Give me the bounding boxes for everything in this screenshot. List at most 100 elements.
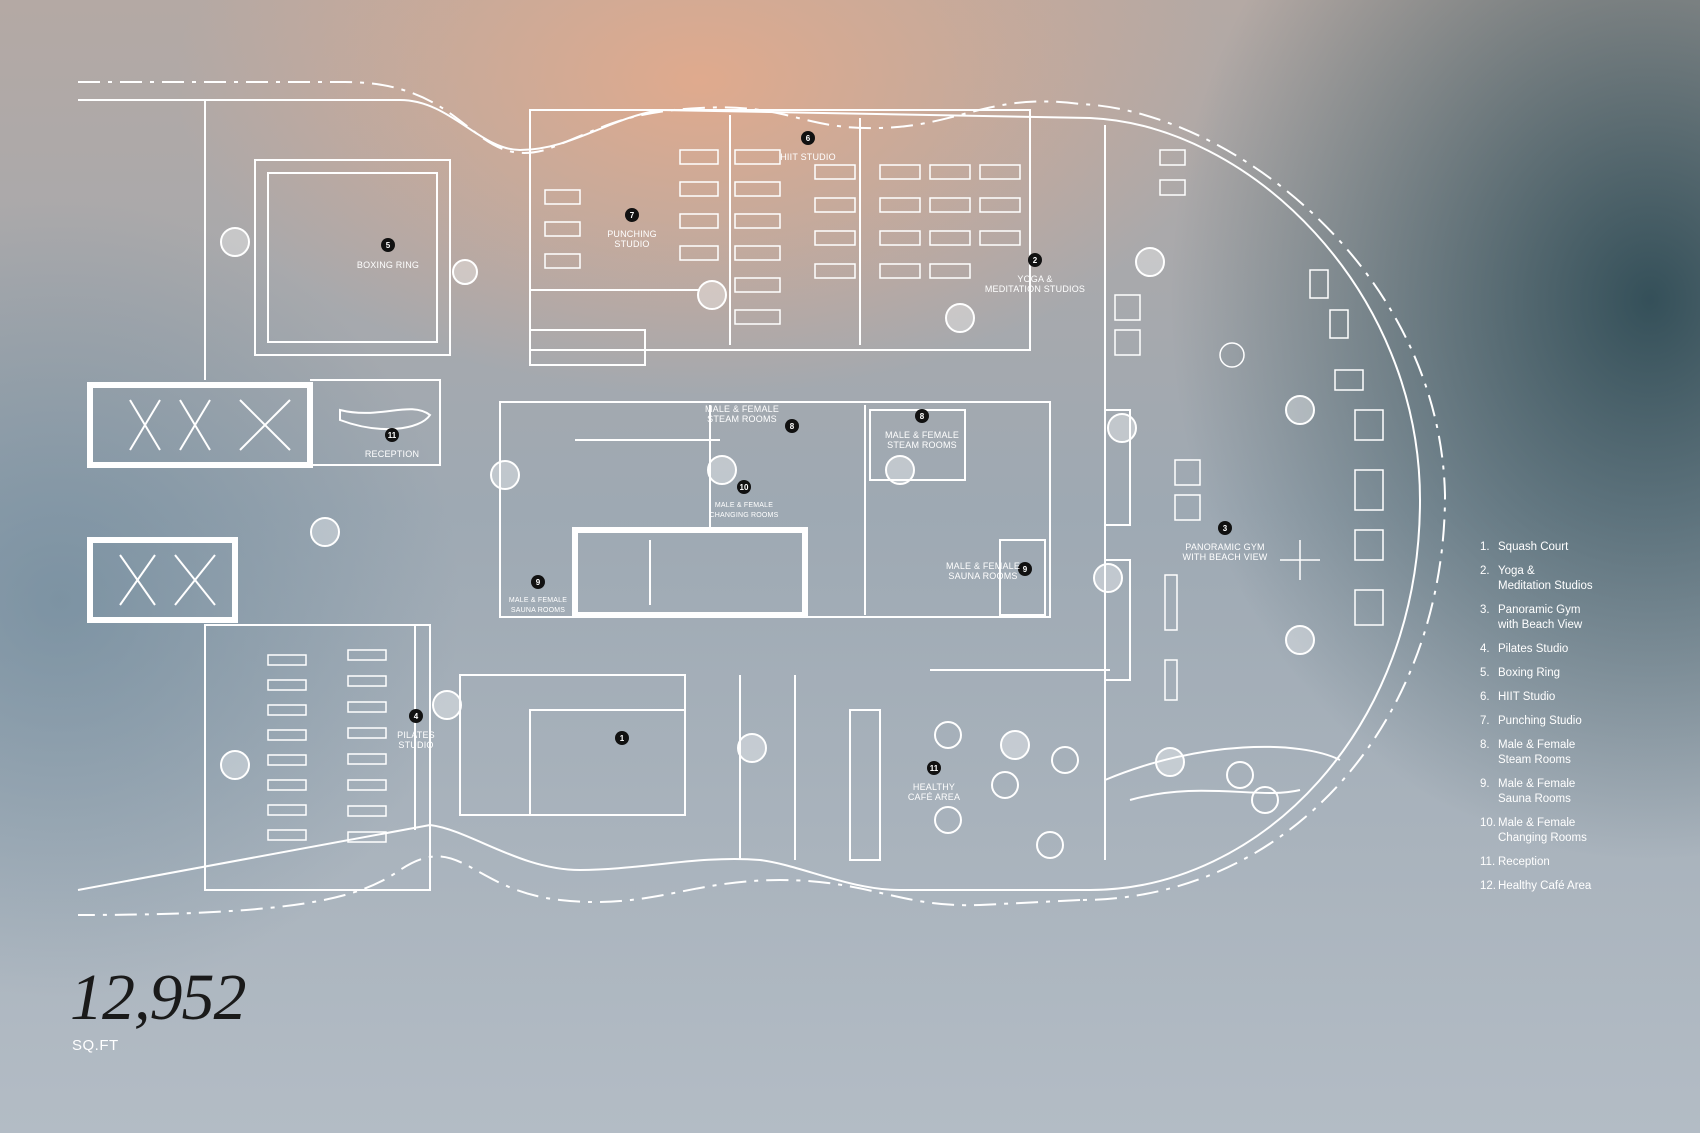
area-summary: 12,952 SQ.FT	[70, 965, 246, 1055]
room-badge: 1	[615, 731, 629, 745]
room-number: 11	[388, 431, 397, 440]
room-label-line: SAUNA ROOMS	[948, 571, 1017, 581]
legend-label: Male & Female Sauna Rooms	[1498, 778, 1576, 805]
room-badge: 2 YOGA &MEDITATION STUDIOS	[985, 253, 1085, 294]
column-icon	[1155, 747, 1185, 777]
column-icon	[490, 460, 520, 490]
room-label-line: CHANGING ROOMS	[710, 512, 779, 519]
svg-text:BOXING RING: BOXING RING	[357, 260, 419, 270]
column-icon	[697, 280, 727, 310]
column-icon	[1285, 625, 1315, 655]
room-label: MALE & FEMALE	[946, 561, 1020, 571]
room-number: 11	[930, 764, 939, 773]
column-icon	[737, 733, 767, 763]
room-label-line: STEAM ROOMS	[887, 440, 957, 450]
room-label: BOXING RING	[357, 260, 419, 270]
column-icon	[1135, 247, 1165, 277]
room-label: PILATES	[397, 730, 435, 740]
room-label: MALE & FEMALE	[885, 430, 959, 440]
room-number: 6	[806, 134, 811, 143]
building-outline	[77, 99, 1422, 891]
legend-label: Male & Female Steam Rooms	[1498, 739, 1576, 766]
legend-label: HIIT Studio	[1498, 691, 1556, 703]
legend-item: 8. Male & Female Steam Rooms	[1480, 738, 1680, 768]
legend-item: 11.Reception	[1480, 855, 1680, 870]
room-badge: 6 HIIT STUDIO	[780, 131, 836, 162]
legend-label: Male & Female Changing Rooms	[1498, 817, 1587, 844]
legend-label: Healthy Café Area	[1498, 880, 1592, 892]
legend-item: 10.Male & Female Changing Rooms	[1480, 816, 1680, 846]
legend-item: 7.Punching Studio	[1480, 714, 1680, 729]
column-icon	[432, 690, 462, 720]
outer-boundary-bottom	[77, 855, 1081, 916]
legend-item: 6.HIIT Studio	[1480, 690, 1680, 705]
legend-number: 12.	[1480, 880, 1496, 892]
legend-item: 5. Boxing Ring	[1480, 666, 1680, 681]
room-number: 4	[414, 712, 419, 721]
legend: 1. Squash Court 2. Yoga & Meditation Studi…	[1480, 540, 1680, 903]
legend-label: Squash Court	[1498, 541, 1569, 553]
room-number: 2	[1033, 256, 1038, 265]
column-icon	[452, 259, 478, 285]
room-badge: 11 RECEPTION	[365, 428, 419, 459]
legend-number: 2.	[1480, 565, 1490, 577]
room-label: MALE & FEMALE	[715, 502, 773, 509]
column-icon	[945, 303, 975, 333]
room-number: 9	[1023, 565, 1028, 574]
column-icon	[1285, 395, 1315, 425]
room-label: YOGA &	[1017, 274, 1052, 284]
room-number: 8	[790, 422, 795, 431]
legend-number: 3.	[1480, 604, 1490, 616]
legend-number: 1.	[1480, 541, 1490, 553]
legend-label: Pilates Studio	[1498, 643, 1569, 655]
legend-item: 3.Panoramic Gym with Beach View	[1480, 603, 1680, 633]
legend-number: 10.	[1480, 817, 1496, 829]
column-icon	[1000, 730, 1030, 760]
room-number: 10	[740, 483, 749, 492]
legend-item: 12.Healthy Café Area	[1480, 879, 1680, 894]
room-number: 8	[920, 412, 925, 421]
room-label-line: CAFÉ AREA	[908, 792, 960, 802]
area-unit: SQ.FT	[72, 1037, 119, 1054]
room-number: 7	[630, 211, 635, 220]
room-label: PANORAMIC GYM	[1185, 542, 1264, 552]
legend-number: 7.	[1480, 715, 1490, 727]
column-icon	[885, 455, 915, 485]
room-label: HEALTHY	[913, 782, 955, 792]
legend-number: 4.	[1480, 643, 1490, 655]
svg-text:RECEPTION: RECEPTION	[365, 449, 419, 459]
room-label: HIIT STUDIO	[780, 152, 836, 162]
legend-item: 4. Pilates Studio	[1480, 642, 1680, 657]
room-label: MALE & FEMALE	[705, 404, 779, 414]
room-label: PUNCHING	[607, 229, 657, 239]
outer-boundary-top	[78, 81, 1447, 901]
legend-item: 1. Squash Court	[1480, 540, 1680, 555]
legend-number: 11.	[1480, 856, 1496, 868]
legend-item: 2. Yoga & Meditation Studios	[1480, 564, 1680, 594]
room-label-line: MEDITATION STUDIOS	[985, 284, 1085, 294]
legend-label: Yoga & Meditation Studios	[1498, 565, 1593, 592]
room-number: 9	[536, 578, 541, 587]
legend-number: 5.	[1480, 667, 1490, 679]
room-number: 5	[386, 241, 391, 250]
legend-number: 9.	[1480, 778, 1490, 790]
room-label-line: STUDIO	[398, 740, 433, 750]
column-icon	[707, 455, 737, 485]
room-label-line: STEAM ROOMS	[707, 414, 777, 424]
svg-text:YOGA &MEDITATION STUDIOS: YOGA &MEDITATION STUDIOS	[985, 274, 1085, 294]
legend-number: 8.	[1480, 739, 1490, 751]
legend-label: Boxing Ring	[1498, 667, 1561, 679]
